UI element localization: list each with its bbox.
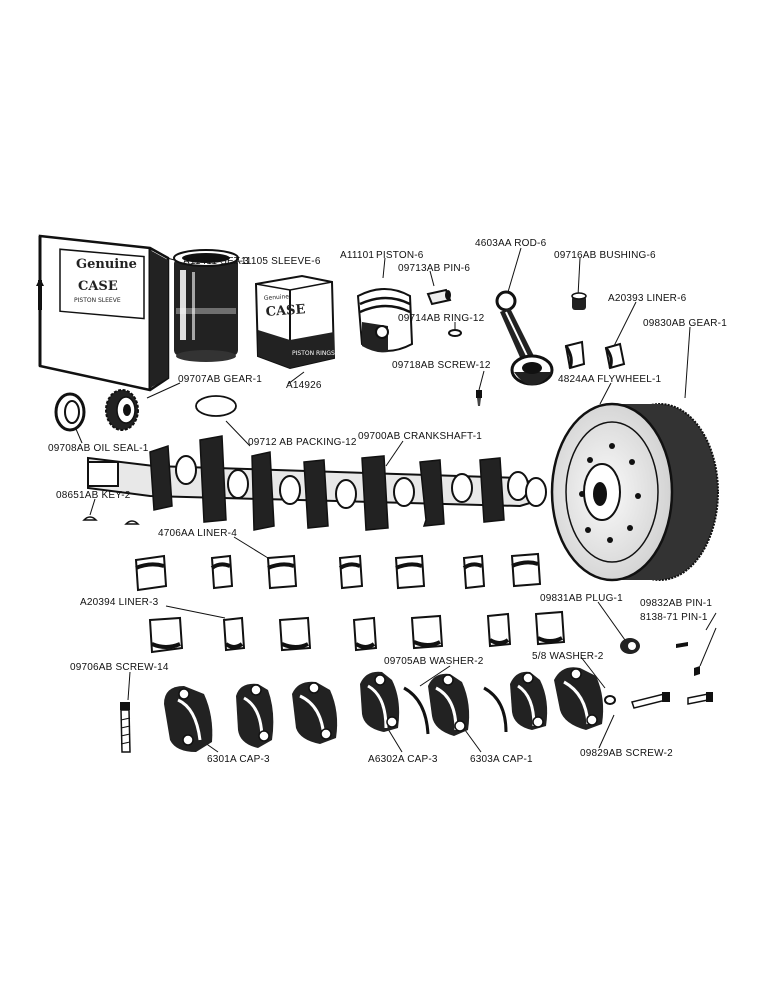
- label-packing: 09712 AB PACKING-12: [248, 437, 357, 448]
- roll-pin: [694, 666, 700, 676]
- label-roll-pin: 8138-71 PIN-1: [640, 612, 708, 623]
- piston: [356, 288, 414, 353]
- label-screw-2: 09829AB SCREW-2: [580, 748, 673, 759]
- label-ring-kit: A14926: [286, 380, 322, 391]
- sleeve-set-box: Genuine CASE PISTON SLEEVE: [36, 234, 170, 392]
- small-washer: [604, 695, 616, 705]
- ring-box-brand: CASE: [265, 302, 306, 320]
- lower-liner-shading: [151, 636, 563, 649]
- piston-ring-kit-box: Genuine CASE PISTON RINGS: [254, 274, 335, 370]
- label-cap-a6302: A6302A CAP-3: [368, 754, 438, 765]
- label-screw-14: 09706AB SCREW-14: [70, 662, 169, 673]
- small-pin: [676, 642, 688, 648]
- rod-screw: [476, 390, 482, 406]
- label-washer: 09705AB WASHER-2: [384, 656, 484, 667]
- cylinder-sleeve: [173, 249, 239, 362]
- label-gear: 09707AB GEAR-1: [178, 374, 262, 385]
- snap-ring: [448, 329, 462, 337]
- box-genuine-text: Genuine: [76, 257, 137, 272]
- box-sub-text: PISTON SLEEVE: [74, 297, 121, 304]
- label-liner-4: 4706AA LINER-4: [158, 528, 237, 539]
- label-liner-6: A20393 LINER-6: [608, 293, 687, 304]
- label-pin: 09713AB PIN-6: [398, 263, 471, 274]
- woodruff-keys: [82, 516, 140, 525]
- thrust-washers: [403, 686, 508, 735]
- label-liner-3: A20394 LINER-3: [80, 597, 159, 608]
- label-oil-seal: 09708AB OIL SEAL-1: [48, 443, 149, 454]
- piston-pin: [426, 288, 452, 306]
- label-piston: PISTON-6: [376, 250, 424, 261]
- main-bearing-liners-lower: [148, 610, 566, 654]
- label-cap-6301: 6301A CAP-3: [207, 754, 270, 765]
- crankshaft: [87, 435, 547, 531]
- label-sleeve: A11105 SLEEVE-6: [234, 256, 321, 267]
- flywheel: [550, 402, 719, 582]
- main-bearing-liners-upper: [134, 552, 542, 592]
- box-brand-text: CASE: [78, 279, 118, 294]
- label-key: 08651AB KEY-2: [56, 490, 131, 501]
- oil-seal: [54, 392, 86, 432]
- label-crankshaft: 09700AB CRANKSHAFT-1: [358, 431, 483, 442]
- label-bushing: 09716AB BUSHING-6: [554, 250, 656, 261]
- label-screw-12: 09718AB SCREW-12: [392, 360, 491, 371]
- label-piston-part: A11101: [340, 250, 375, 261]
- label-plug: 09831AB PLUG-1: [540, 593, 623, 604]
- ring-box-genuine: Genuine: [264, 293, 290, 302]
- main-cap-screw: [120, 702, 131, 753]
- plug: [620, 638, 640, 654]
- label-rod: 4603AA ROD-6: [475, 238, 547, 249]
- packing-ring: [195, 395, 237, 417]
- bushing: [571, 292, 587, 310]
- label-set: A11411 SET-3: [183, 256, 249, 267]
- rod-bearing-liners: [564, 340, 626, 370]
- main-bearing-caps: [164, 667, 604, 752]
- ring-box-label: PISTON RINGS: [292, 350, 335, 357]
- label-washer-58: 5/8 WASHER-2: [532, 651, 604, 662]
- label-flywheel: 4824AA FLYWHEEL-1: [558, 374, 662, 385]
- label-small-pin: 09832AB PIN-1: [640, 598, 713, 609]
- label-ring: 09714AB RING-12: [398, 313, 485, 324]
- connecting-rod: [495, 290, 554, 386]
- flywheel-screws: [631, 692, 713, 709]
- label-gear-ring: 09830AB GEAR-1: [643, 318, 727, 329]
- crank-gear: [105, 389, 139, 431]
- upper-liner-shading: [135, 560, 539, 570]
- label-cap-6303: 6303A CAP-1: [470, 754, 533, 765]
